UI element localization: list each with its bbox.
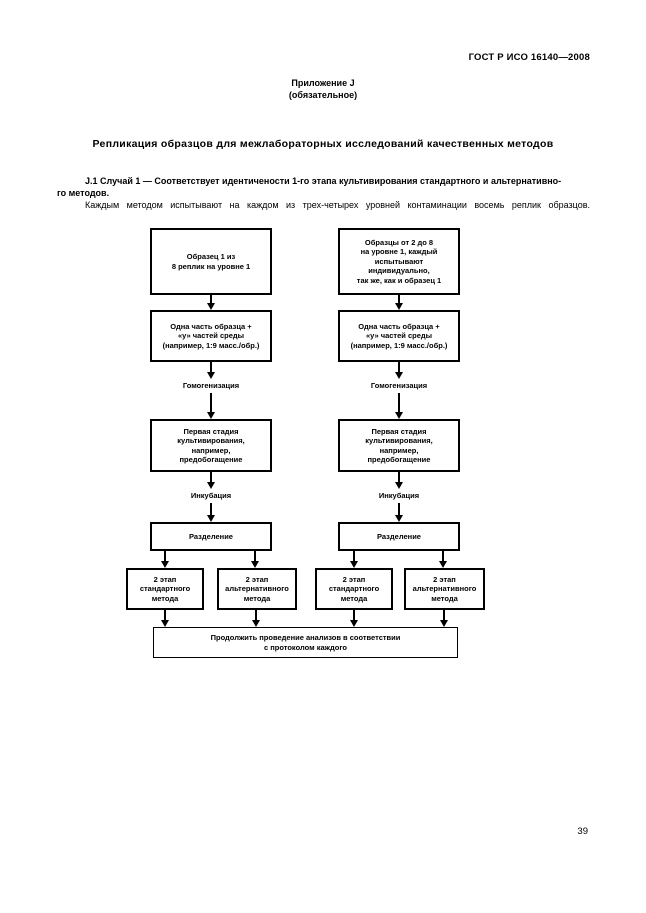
page-number: 39 [577,826,588,837]
flowchart-box-standard-stage2-right: 2 этап стандартного метода [315,568,393,610]
flowchart-box-alternative-stage2-left: 2 этап альтернативного метода [217,568,297,610]
flowchart-box-separation-right: Разделение [338,522,460,551]
flowchart-label-incubation-right: Инкубация [378,491,420,500]
arrow-down-icon [207,295,215,310]
annex-type: (обязательное) [288,89,358,100]
flowchart-box-separation-left: Разделение [150,522,272,551]
paragraph-method: Каждым методом испытывают на каждом из т… [85,200,590,210]
flowchart-box-first-stage-left: Первая стадия культивирования, например,… [150,419,272,472]
flowchart-box-mix-right: Одна часть образца + «у» частей среды (н… [338,310,460,362]
arrow-down-icon [395,393,403,419]
flowchart-label-homogenization-left: Гомогенизация [182,381,240,390]
flowchart-box-samples-2-8: Образцы от 2 до 8 на уровне 1, каждый ис… [338,228,460,295]
body-text: J.1 Случай 1 — Соответствует идентиченос… [57,175,590,211]
arrow-down-icon [350,610,358,627]
flowchart-box-sample-1: Образец 1 из 8 реплик на уровне 1 [150,228,272,295]
flowchart-box-mix-left: Одна часть образца + «у» частей среды (н… [150,310,272,362]
arrow-down-icon [395,295,403,310]
arrow-down-icon [395,472,403,489]
arrow-down-icon [161,610,169,627]
arrow-down-icon [207,362,215,379]
flowchart-box-alternative-stage2-right: 2 этап альтернативного метода [404,568,485,610]
arrow-down-icon [207,472,215,489]
arrow-down-icon [350,551,358,568]
section-title: Репликация образцов для межлабораторных … [92,138,554,150]
arrow-down-icon [440,610,448,627]
flowchart-box-first-stage-right: Первая стадия культивирования, например,… [338,419,460,472]
flowchart-box-standard-stage2-left: 2 этап стандартного метода [126,568,204,610]
document-code: ГОСТ Р ИСО 16140—2008 [468,52,590,63]
flowchart-final-box: Продолжить проведение анализов в соответ… [153,627,458,658]
arrow-down-icon [251,551,259,568]
arrow-down-icon [395,503,403,522]
annex-heading: Приложение J (обязательное) [0,78,646,101]
arrow-down-icon [161,551,169,568]
arrow-down-icon [395,362,403,379]
annex-title: Приложение J [291,78,355,88]
flowchart-label-homogenization-right: Гомогенизация [370,381,428,390]
arrow-down-icon [207,503,215,522]
arrow-down-icon [207,393,215,419]
arrow-down-icon [252,610,260,627]
flowchart-label-incubation-left: Инкубация [190,491,232,500]
paragraph-case1: J.1 Случай 1 — Соответствует идентиченос… [57,176,562,198]
arrow-down-icon [439,551,447,568]
